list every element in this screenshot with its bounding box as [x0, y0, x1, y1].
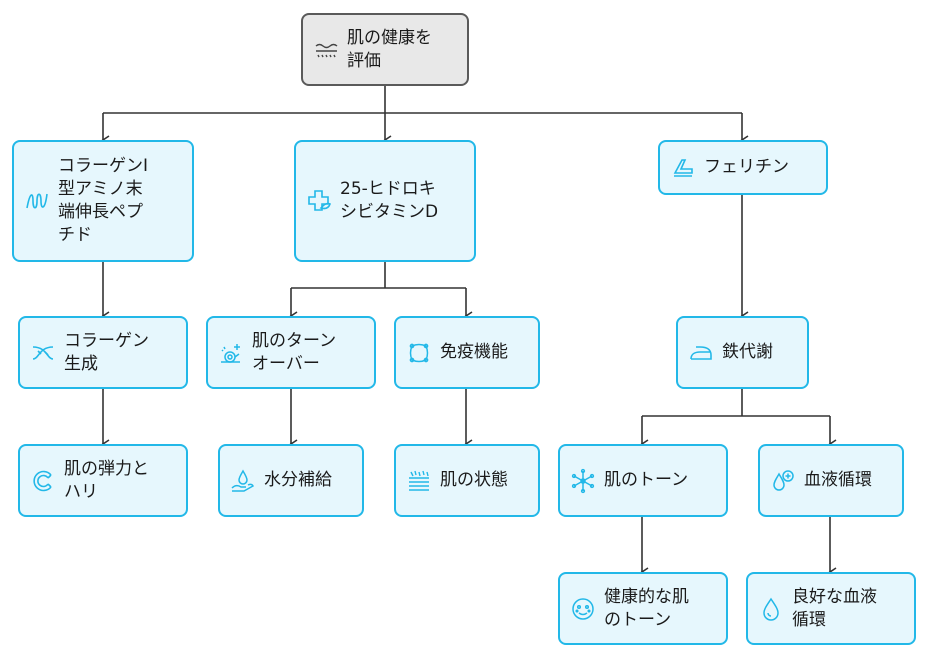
- node-label: 25-ヒドロキ シビタミンD: [340, 179, 439, 222]
- c-shape-icon: [30, 468, 56, 494]
- flask-icon: [670, 155, 696, 181]
- node-label: 免疫機能: [440, 342, 508, 362]
- node-vitamin-d[interactable]: 25-ヒドロキ シビタミンD: [294, 140, 476, 262]
- node-skin-turnover[interactable]: 肌のターン オーバー: [206, 316, 376, 389]
- node-label: 肌の健康を 評価: [347, 27, 432, 71]
- face-mask-icon: [570, 596, 596, 622]
- node-healthy-skin-tone[interactable]: 健康的な肌 のトーン: [558, 572, 728, 645]
- node-good-circulation[interactable]: 良好な血液 循環: [746, 572, 916, 645]
- node-blood-circulation[interactable]: 血液循環: [758, 444, 904, 517]
- node-skin-elasticity[interactable]: 肌の弾力と ハリ: [18, 444, 188, 517]
- node-label: 鉄代謝: [722, 342, 773, 362]
- node-label: フェリチン: [704, 157, 789, 177]
- snail-plus-icon: [218, 340, 244, 366]
- node-label: コラーゲン 生成: [64, 330, 149, 374]
- dna-icon: [30, 340, 56, 366]
- node-hydration[interactable]: 水分補給: [218, 444, 364, 517]
- node-label: 健康的な肌 のトーン: [604, 586, 689, 630]
- medical-cross-leaf-icon: [306, 188, 332, 214]
- node-collagen-peptide[interactable]: コラーゲンI 型アミノ末 端伸長ペプ チド: [12, 140, 194, 262]
- collagen-fiber-icon: [24, 188, 50, 214]
- snowflake-icon: [570, 468, 596, 494]
- edge-root-bus: [103, 86, 742, 114]
- node-label: 肌の状態: [440, 470, 508, 490]
- skin-texture-icon: [406, 468, 432, 494]
- node-skin-tone[interactable]: 肌のトーン: [558, 444, 728, 517]
- node-label: 肌のトーン: [604, 470, 689, 490]
- node-collagen-production[interactable]: コラーゲン 生成: [18, 316, 188, 389]
- node-label: 良好な血液 循環: [792, 586, 877, 630]
- edge-iron-bus: [642, 389, 830, 417]
- node-skin-condition[interactable]: 肌の状態: [394, 444, 540, 517]
- node-label: 水分補給: [264, 470, 332, 490]
- blood-drop-plus-icon: [770, 468, 796, 494]
- node-label: コラーゲンI 型アミノ末 端伸長ペプ チド: [58, 156, 149, 245]
- edge-vitamin-d-bus: [291, 262, 466, 289]
- cell-icon: [406, 340, 432, 366]
- node-label: 血液循環: [804, 470, 872, 490]
- iron-icon: [688, 340, 714, 366]
- node-iron-metabolism[interactable]: 鉄代謝: [676, 316, 809, 389]
- node-label: 肌のターン オーバー: [252, 330, 337, 374]
- water-hand-icon: [230, 468, 256, 494]
- node-ferritin[interactable]: フェリチン: [658, 140, 828, 195]
- node-immune-function[interactable]: 免疫機能: [394, 316, 540, 389]
- node-assess-skin-health[interactable]: 肌の健康を 評価: [301, 13, 469, 86]
- drop-icon: [758, 596, 784, 622]
- node-label: 肌の弾力と ハリ: [64, 458, 149, 502]
- skin-layers-icon: [313, 37, 339, 63]
